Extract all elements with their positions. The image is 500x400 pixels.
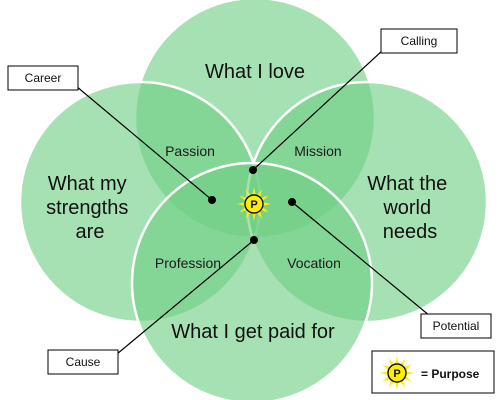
sun-ray	[252, 212, 256, 221]
callout-label-potential: Potential	[433, 319, 480, 333]
label-world-line-2: world	[382, 197, 431, 219]
sun-ray	[252, 187, 256, 196]
callout-box-potential	[420, 313, 492, 339]
venn-circles	[18, 0, 489, 400]
callout-dots	[208, 166, 296, 244]
callout-career: Career	[7, 65, 79, 91]
legend-sun-icon: P	[380, 356, 414, 390]
label-what-the-world-needs: What the world needs	[367, 173, 453, 243]
label-what-i-love: What I love	[205, 61, 305, 83]
sun-ray	[388, 358, 395, 367]
sun-ray	[403, 364, 412, 371]
sun-ray	[382, 364, 391, 371]
sun-ray	[262, 202, 271, 206]
sun-ray	[260, 195, 269, 202]
label-what-my-strengths-are: What my strengths are	[46, 173, 134, 243]
leader-line-calling	[252, 49, 384, 171]
callout-label-career: Career	[25, 71, 62, 85]
label-profession: Profession	[155, 255, 221, 271]
label-strengths-line-1: What my	[48, 173, 127, 195]
legend-sun-core	[387, 363, 407, 383]
sun-ray	[260, 206, 269, 213]
label-world-line-1: What the	[367, 173, 447, 195]
sun-ray	[256, 210, 263, 219]
sun-ray	[256, 189, 263, 198]
sun-ray	[239, 206, 248, 213]
sun-ray	[237, 202, 246, 206]
callout-lines	[75, 49, 431, 355]
label-passion: Passion	[165, 143, 215, 159]
sun-ray	[245, 210, 252, 219]
center-sun-icon: P	[237, 187, 271, 221]
sun-ray	[239, 195, 248, 202]
callout-box-career	[7, 65, 79, 91]
dot-calling	[249, 166, 257, 174]
dot-potential	[288, 198, 296, 206]
label-world-line-3: needs	[383, 221, 438, 243]
leader-line-potential	[291, 201, 431, 317]
sun-ray	[395, 381, 399, 390]
callout-potential: Potential	[420, 313, 492, 339]
callout-label-cause: Cause	[66, 355, 101, 369]
callout-box-cause	[47, 349, 119, 375]
sun-ray	[399, 379, 406, 388]
sun-ray	[405, 371, 414, 375]
label-strengths-line-2: strengths	[46, 197, 128, 219]
dot-cause	[250, 236, 258, 244]
sun-core	[244, 194, 264, 214]
sun-ray	[395, 356, 399, 365]
label-mission: Mission	[294, 143, 341, 159]
sun-letter: P	[250, 199, 257, 211]
label-what-i-get-paid-for: What I get paid for	[171, 321, 335, 343]
sun-ray	[403, 375, 412, 382]
leader-line-career	[75, 85, 213, 201]
sun-ray	[245, 189, 252, 198]
legend-sun-rays	[380, 356, 414, 390]
sun-rays	[237, 187, 271, 221]
callout-cause: Cause	[47, 349, 119, 375]
callout-calling: Calling	[380, 28, 458, 54]
callout-label-calling: Calling	[401, 34, 438, 48]
legend-label: = Purpose	[421, 367, 480, 381]
label-vocation: Vocation	[287, 255, 341, 271]
legend: P = Purpose	[371, 350, 495, 394]
sun-ray	[382, 375, 391, 382]
dot-career	[208, 196, 216, 204]
leader-line-cause	[116, 239, 255, 355]
label-strengths-line-3: are	[76, 221, 105, 243]
legend-sun-letter: P	[393, 368, 400, 380]
sun-ray	[380, 371, 389, 375]
sun-ray	[399, 358, 406, 367]
circle-what-i-get-paid-for	[130, 161, 374, 400]
callout-box-calling	[380, 28, 458, 54]
sun-ray	[388, 379, 395, 388]
